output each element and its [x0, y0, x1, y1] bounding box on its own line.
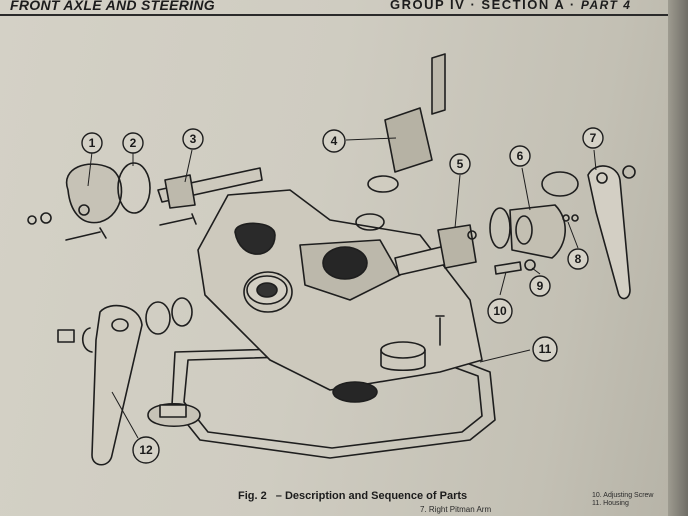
- figure-caption: Fig. 2 – Description and Sequence of Par…: [238, 490, 467, 502]
- leader-6: [521, 167, 531, 211]
- lower-bore: [332, 381, 378, 403]
- side-item-10: 10. Adjusting Screw: [592, 492, 654, 499]
- bearing-6: [541, 171, 579, 197]
- bolt-vertical: [435, 315, 445, 346]
- callout-4: 4: [331, 134, 338, 148]
- part-label: PART 4: [580, 0, 632, 12]
- leader-5: [454, 174, 461, 229]
- nut-1: [27, 215, 37, 225]
- bushing-left: [171, 297, 193, 327]
- callout-6: 6: [517, 149, 524, 163]
- leader-4: [345, 137, 397, 141]
- nut-8: [562, 214, 570, 222]
- chapter-title: FRONT AXLE AND STEERING: [10, 0, 215, 13]
- callout-10: 10: [493, 304, 507, 318]
- sector-hole: [467, 230, 477, 240]
- caption-dash: –: [275, 490, 282, 502]
- snap-ring: [81, 327, 93, 353]
- leader-9: [531, 267, 541, 275]
- adjusting-screw: [494, 261, 522, 275]
- thrust-bearing: [367, 175, 399, 193]
- bolt-3: [159, 213, 197, 226]
- group-label: GROUP IV: [390, 0, 466, 12]
- book-binding-edge: [668, 0, 688, 516]
- lower-boss-side: [380, 349, 426, 372]
- washer-7: [622, 165, 636, 179]
- sector-bore: [322, 246, 368, 280]
- seal-left: [145, 301, 171, 335]
- callout-9: 9: [537, 279, 544, 293]
- callout-12: 12: [139, 443, 153, 457]
- leader-1: [87, 151, 93, 187]
- callout-5: 5: [457, 157, 464, 171]
- nut-left: [57, 329, 75, 343]
- pitman-arm-left: [91, 304, 143, 466]
- caption-title: Description and Sequence of Parts: [284, 490, 468, 502]
- worm-top: [431, 53, 446, 115]
- bushing-housing: [243, 271, 293, 313]
- leader-8: [567, 221, 579, 249]
- callout-11: 11: [539, 342, 552, 356]
- adjuster-cover: [509, 204, 566, 259]
- leader-10: [499, 271, 507, 296]
- side-item-11: 11. Housing: [592, 500, 629, 507]
- worm-shaft-gear: [164, 174, 196, 209]
- pitman-hole-left: [111, 318, 129, 332]
- washer-1: [40, 212, 52, 224]
- plug-nut: [159, 404, 187, 418]
- sector-gear: [437, 224, 477, 269]
- leader-3: [184, 149, 193, 183]
- housing-bore: [234, 222, 276, 255]
- caption-item-7: 7. Right Pitman Arm: [420, 505, 492, 514]
- adjuster-seal-inner: [515, 215, 533, 245]
- callout-1: 1: [89, 136, 96, 150]
- leader-11: [479, 349, 531, 363]
- section-label: SECTION A: [481, 0, 565, 12]
- section-heading: GROUP IV · SECTION A · PART 4: [390, 0, 631, 12]
- callout-8: 8: [575, 252, 582, 266]
- o-ring: [117, 162, 151, 214]
- parts-side-list: 10. Adjusting Screw 11. Housing: [592, 492, 653, 508]
- callout-2: 2: [130, 136, 137, 150]
- figure-number: Fig. 2: [238, 490, 267, 502]
- nut-9: [524, 259, 536, 271]
- washer-8: [571, 214, 579, 222]
- callout-3: 3: [190, 132, 197, 146]
- exploded-view-diagram: 1 2 3 4 5 6 7 8 9 10 11 12: [27, 53, 636, 466]
- worm-nut: [384, 107, 433, 173]
- adjuster-seal: [489, 207, 511, 249]
- leader-12: [111, 391, 139, 439]
- leader-7: [593, 149, 597, 171]
- header-rule: [0, 14, 668, 16]
- pitman-hole-right: [596, 172, 608, 184]
- pitman-arm-right: [587, 165, 631, 300]
- side-cover: [65, 163, 123, 224]
- cover-bolt: [65, 227, 107, 241]
- cover-hole: [78, 204, 90, 216]
- port-bore: [256, 282, 278, 298]
- washer-4: [355, 213, 385, 231]
- callout-7: 7: [590, 131, 597, 145]
